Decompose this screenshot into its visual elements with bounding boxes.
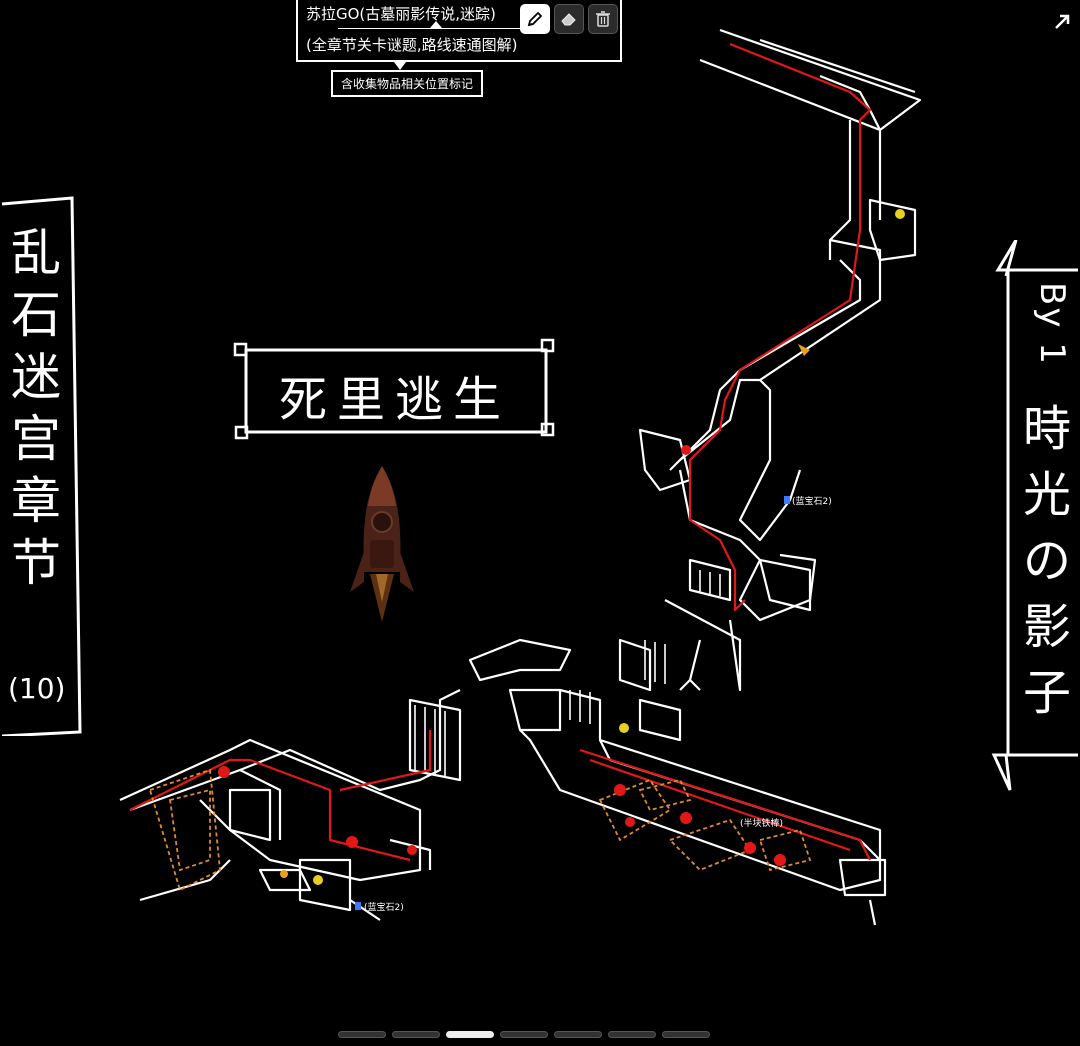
left-title-frame	[1, 196, 82, 736]
map-route-upper	[688, 42, 872, 612]
page-dot[interactable]	[392, 1031, 440, 1038]
map-note-iron-bar: (半块铁棒)	[740, 819, 784, 829]
eraser-icon	[561, 13, 576, 26]
map-wheel-room	[868, 198, 917, 262]
map-note-sapphire-top: (蓝宝石2)	[792, 497, 832, 507]
pencil-icon	[527, 11, 543, 27]
pencil-tool-button[interactable]	[520, 4, 550, 34]
header-triangle-icon	[430, 21, 442, 28]
page-dot[interactable]	[554, 1031, 602, 1038]
page-indicator	[338, 1031, 710, 1038]
page-dot[interactable]	[338, 1031, 386, 1038]
page-dot[interactable]	[446, 1031, 494, 1038]
header-box: 苏拉GO(古墓丽影传说,迷踪) (全章节关卡谜题,路线速通图解)	[296, 0, 622, 62]
map-note-sapphire-bottom: (蓝宝石2)	[364, 903, 404, 913]
section-title-frame	[233, 338, 555, 440]
author-name: 時光の影子	[1022, 401, 1071, 721]
page-dot[interactable]	[500, 1031, 548, 1038]
map-gate-left	[408, 698, 462, 782]
drawing-toolbar	[520, 4, 618, 34]
map-left-arrow	[468, 638, 572, 682]
trash-tool-button[interactable]	[588, 4, 618, 34]
map-down-arrow	[679, 639, 702, 691]
author-by: By 1	[1032, 282, 1072, 366]
map-marker	[218, 766, 230, 778]
header-subtitle: (全章节关卡谜题,路线速通图解)	[306, 36, 518, 54]
section-title: 死里逃生	[278, 372, 511, 428]
map-small-room	[638, 428, 692, 492]
expand-icon[interactable]	[1050, 10, 1074, 34]
right-author-frame	[991, 240, 1078, 791]
page-dot[interactable]	[662, 1031, 710, 1038]
chapter-title: 乱石迷宫章节	[11, 224, 61, 592]
header-title: 苏拉GO(古墓丽影传说,迷踪)	[306, 5, 496, 23]
rocket-icon	[350, 466, 414, 622]
chapter-number: (10)	[8, 672, 66, 705]
down-arrow-icon	[394, 62, 406, 70]
map-top-corridor	[699, 28, 922, 132]
eraser-tool-button[interactable]	[554, 4, 584, 34]
trash-icon	[596, 11, 610, 27]
page-dot[interactable]	[608, 1031, 656, 1038]
header-divider	[338, 28, 538, 29]
subtitle-note: 含收集物品相关位置标记	[331, 70, 483, 97]
